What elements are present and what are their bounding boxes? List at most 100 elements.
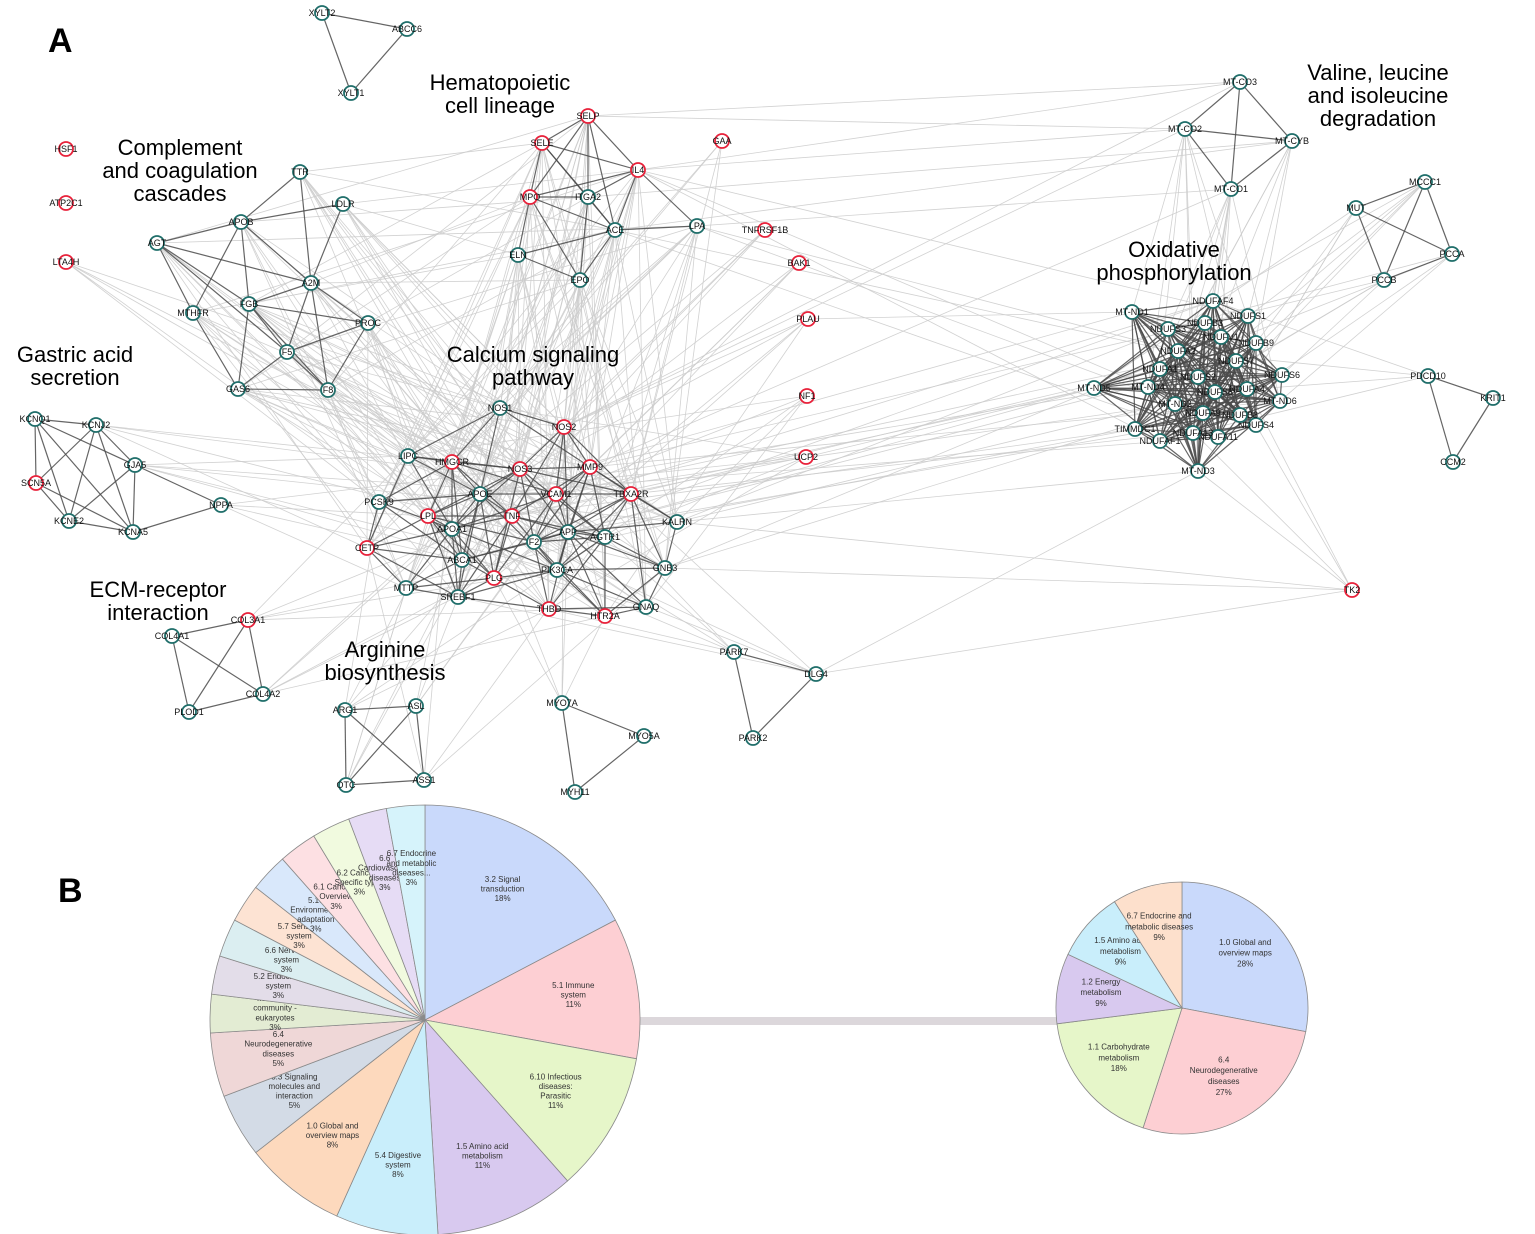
strong-edge-nos3-mmp9-125 [519,466,591,470]
gene-node-ndufa11: NDUFA11 [1198,429,1238,445]
weak-edge-gja5-kalrn-267 [134,464,678,523]
weak-edge-mpo-nos1-72 [499,196,531,409]
weak-edge-tk2-dlg4-347 [815,589,1353,675]
weak-edge-tk2-kalrn-349 [676,521,1353,591]
strong-edge-proc-f8-74 [327,322,369,391]
gene-circle-kcnj2 [88,417,104,433]
gene-circle-nos1 [492,400,508,416]
strong-edge-ttr-a2m-53 [299,171,312,284]
gene-label-ndufs2: NDUFS2 [1180,372,1216,382]
strong-edge-otc-ass1-29 [345,779,425,786]
weak-edge-f8-lipc-194 [327,389,409,457]
weak-edge-mut-ndufb9-26 [1255,207,1357,344]
gene-node-abca1: ABCA1 [447,552,477,568]
weak-edge-nf1-vcam1-293 [555,395,808,495]
gene-label-tk2: TK2 [1344,585,1361,595]
weak-edge-dlg4-mt-nd3-350 [815,470,1199,675]
strong-edge-selp-il4-82 [587,115,639,171]
gene-circle-dlg4 [808,666,824,682]
gene-label-kcna5: KCNA5 [118,527,148,537]
strong-edge-f2-thbd-205 [533,541,550,610]
weak-edge-mt-co2-selp-337 [587,115,1186,130]
strong-edge-myo7a-myo5a-3 [561,702,645,737]
strong-edge-kcnq1-scn5a-37 [34,418,37,484]
strong-edge-il4-lpa-89 [637,169,698,227]
gene-circle-itga2 [580,189,596,205]
gene-node-plau: PLAU [796,311,820,327]
weak-edge-ace-vcam1-92 [555,229,616,495]
weak-edge-mmp9-mt-nd6-322 [589,400,1281,468]
gene-circle-ndufaf1 [1152,433,1168,449]
strong-edge-mt-co2-mt-cyb-15 [1184,128,1293,142]
weak-edge-ldlr-il4-203 [342,169,639,205]
gene-circle-mt-nd2 [1167,396,1183,412]
gene-label-apob: APOB [228,217,253,227]
strong-edge-ndufa1-mt-nd5-353 [1093,368,1161,389]
strong-edge-kcna5-nppa-51 [132,504,222,533]
gene-circle-kcne2 [61,513,77,529]
pie-label-line: 5.1 Immune [552,981,595,990]
cluster-label-line: interaction [107,600,209,625]
cluster-label-line: phosphorylation [1096,260,1251,285]
strong-edge-pcsk9-cetp-144 [366,501,380,549]
strong-edge-app-htr2a-193 [567,531,606,617]
gene-label-park7: PARK7 [720,647,749,657]
strong-edge-vcam1-plg-159 [493,493,557,579]
gene-label-ndufa1: NDUFA1 [1142,364,1178,374]
weak-edge-fgb-sele-210 [248,142,543,305]
strong-edge-scn5a-kcne2-48 [35,482,70,522]
weak-edge-mut-mt-nd5-27 [1093,207,1357,389]
weak-edge-lpa-tnf-103 [511,225,698,517]
weak-edge-eln-plg-114 [493,254,519,579]
gene-label-f2: F2 [529,537,540,547]
weak-edge-fgb-mmp9-161 [248,303,591,468]
weak-edge-tk2-mt-nd3-346 [1197,470,1353,591]
strong-edge-il4-itga2-86 [587,169,639,198]
strong-edge-mttp-srebf1-221 [405,587,459,598]
gene-node-ndufa1: NDUFA1 [1142,361,1178,377]
pie-label-line: 8% [392,1170,404,1179]
gene-node-mccc1: MCCC1 [1409,174,1441,190]
gene-circle-tnfrsf1b [757,222,773,238]
gene-circle-ndufs4 [1248,417,1264,433]
gene-circle-f5 [279,344,295,360]
strong-edge-apob-agt-56 [156,221,242,244]
gene-label-col4a1: COL4A1 [155,631,190,641]
pie-label-line: 9% [1115,958,1127,967]
gene-label-myo5a: MYO5A [628,731,660,741]
strong-edge-lipc-apoa1-115 [407,455,453,530]
gene-circle-ndufs7 [1228,353,1244,369]
pie-label-line: 11% [548,1101,563,1110]
network-nodes: XYLT2ABCC6XYLT1HSF1ATP2C1LTA4HTTRLDLRAPO… [19,5,1506,800]
weak-edge-plau-apoe-271 [479,318,809,495]
strong-edge-mt-co2-mt-co1-16 [1184,128,1232,190]
strong-edge-pcsk9-apoe-142 [378,493,481,503]
weak-edge-lta4h-thbd-306 [65,261,550,610]
gene-circle-mt-nd1 [1124,304,1140,320]
gene-circle-mpo [522,189,538,205]
weak-edge-mt-cyb-itga2-342 [587,140,1293,198]
gene-label-ccm2: CCM2 [1440,457,1466,467]
gene-circle-hsf1 [58,141,74,157]
strong-edge-mccc1-mut-18 [1355,181,1426,209]
gene-node-ass1: ASS1 [412,772,436,788]
gene-node-mthfr: MTHFR [177,305,209,321]
gene-label-nos1: NOS1 [488,403,513,413]
gene-circle-ndufs3 [1160,321,1176,337]
weak-edge-mt-co1-ndufa1-7 [1159,188,1232,370]
gene-node-mt-nd1: MT-ND1 [1115,304,1149,320]
gene-node-apoa1: APOA1 [437,521,467,537]
gene-label-tnf: TNF [503,511,521,521]
gene-node-agt: AGT [148,235,167,251]
gene-node-nf1: NF1 [798,388,816,404]
gene-circle-mt-co1 [1223,181,1239,197]
pie-label-line: 6.4 [1218,1055,1230,1064]
pie-label-line: eukaryotes [255,1013,294,1022]
weak-edge-ttr-sele-201 [299,142,543,173]
weak-edge-f2-ndufaf4-333 [533,300,1214,543]
gene-label-proc: PROC [355,318,382,328]
strong-edge-ndufaf4-mt-nd5-233 [1093,300,1214,389]
strong-edge-col3a1-plod1-35 [188,619,249,713]
